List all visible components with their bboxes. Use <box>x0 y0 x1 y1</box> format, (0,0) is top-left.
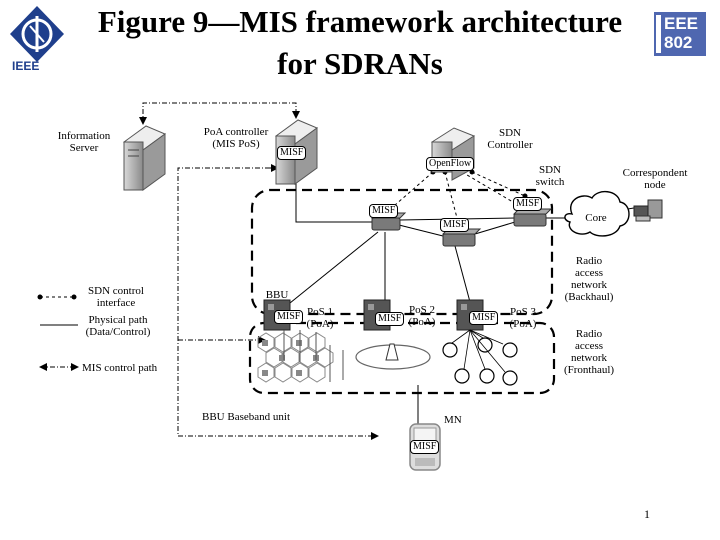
poa-controller-label: PoA controller(MIS PoS) <box>203 126 269 150</box>
bbu-baseband-label: BBU Baseband unit <box>202 411 290 423</box>
ieee-logo: IEEE <box>6 4 68 73</box>
hex-cell-cluster <box>257 332 334 383</box>
ieee802-top-text: EEE <box>664 14 699 33</box>
pos3-label: PoS 3(PoA) <box>509 306 537 330</box>
misf-switch-3: MISF <box>513 197 543 211</box>
pos2-antenna-icon <box>385 343 399 361</box>
pos3-radio-links <box>451 329 506 373</box>
ieee802-bottom-text: 802 <box>664 33 693 52</box>
legend-mis-control-path: MIS control path <box>82 362 158 374</box>
core-label: Core <box>585 212 607 224</box>
page-title-line-1: Figure 9—MIS framework architecture <box>97 4 623 39</box>
openflow-label: OpenFlow <box>426 157 475 171</box>
misf-bbu: MISF <box>274 310 304 324</box>
misf-mobile-node: MISF <box>410 440 440 454</box>
pos1-label: PoS 1(PoA) <box>306 306 334 330</box>
sdn-switch-icon-3 <box>512 208 553 227</box>
sdn-controller-server-icon <box>430 127 476 181</box>
mn-label: MN <box>444 414 462 426</box>
page-number: 1 <box>644 507 650 521</box>
misf-pos2: MISF <box>375 312 405 326</box>
page-title-line-2: for SDRANs <box>277 46 443 81</box>
information-server-icon <box>122 125 167 191</box>
core-cloud-icon <box>564 191 630 237</box>
bbu-label: BBU <box>265 289 289 301</box>
antenna-icons <box>283 330 344 382</box>
misf-pos3: MISF <box>469 311 499 325</box>
pos2-label: PoS 2(PoA) <box>408 304 436 328</box>
mis-control-path-top <box>139 102 300 125</box>
legend-physical-path: Physical path(Data/Control) <box>85 314 151 338</box>
legend-graphics <box>37 294 79 371</box>
misf-poa-controller: MISF <box>277 146 307 160</box>
correspondent-node-icon <box>633 199 663 222</box>
mis-control-path-left <box>177 167 379 440</box>
wifi-tower-icons <box>442 337 518 386</box>
misf-switch-2: MISF <box>440 218 470 232</box>
sdn-control-links <box>386 171 526 219</box>
ieee-wordmark: IEEE <box>12 59 40 73</box>
ieee802-logo: EEE 802 <box>654 12 706 56</box>
sdn-domain-boundary <box>250 188 554 316</box>
misf-switch-1: MISF <box>369 204 399 218</box>
ieee802-bar <box>656 15 661 53</box>
ieee-diamond-icon <box>10 6 64 62</box>
